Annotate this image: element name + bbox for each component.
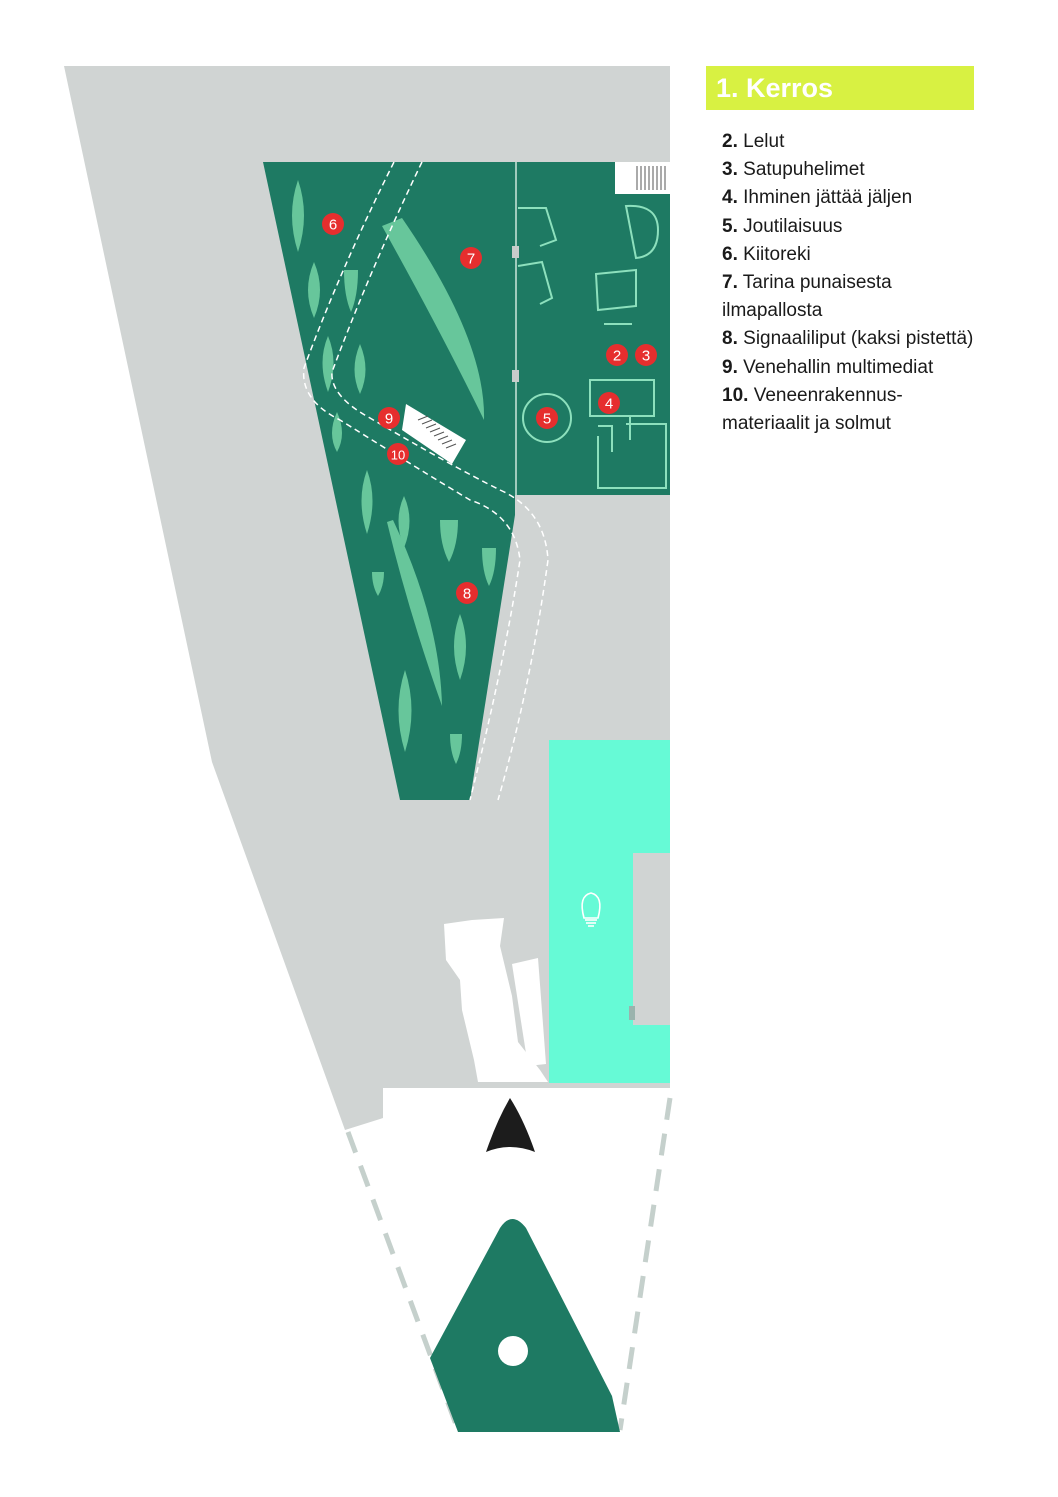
legend-item: 2. Lelut (722, 131, 785, 152)
room-furniture (517, 204, 667, 489)
entrance-counter (512, 958, 546, 1066)
svg-text:2: 2 (613, 348, 621, 365)
leaf-shapes (292, 180, 496, 764)
legend-item: 4. Ihminen jättää jäljen (722, 187, 913, 209)
svg-text:5: 5 (543, 411, 551, 428)
floor-title: 1. Kerros (706, 66, 974, 110)
marker-7: 7 (460, 247, 482, 269)
marker-10: 10 (387, 443, 409, 465)
marker-2: 2 (606, 344, 628, 366)
info-door (629, 1006, 635, 1020)
legend-item: 3. Satupuhelimet (722, 159, 865, 181)
marker-5: 5 (536, 407, 558, 429)
route-path (302, 161, 549, 801)
entrance-sculpture (444, 918, 548, 1082)
marker-3: 3 (635, 344, 657, 366)
lightbulb-icon (581, 892, 601, 927)
legend-item: 6. Kiitoreki (722, 243, 811, 265)
legend-item: 9. Venehallin multimediat (722, 356, 934, 378)
legend-item: 10. Veneenrakennus-materiaalit ja solmut (722, 384, 903, 435)
marker-6: 6 (322, 213, 344, 235)
legend-item: 5. Joutilaisuus (722, 215, 843, 237)
legend-list: 2. Lelut 3. Satupuhelimet 4. Ihminen jät… (722, 128, 1042, 438)
door-mark (512, 246, 519, 258)
exhibit-markers: 6 7 2 3 4 5 9 10 8 (322, 213, 657, 604)
legend-item: 7. Tarina punaisesta ilmapallosta (722, 272, 892, 322)
legend-item: 8. Signaaliliput (kaksi pistettä) (722, 328, 974, 350)
svg-text:7: 7 (467, 251, 475, 268)
wall-gap (670, 66, 673, 1088)
multimedia-block (402, 404, 466, 464)
door-mark (512, 370, 519, 382)
stair-corner (615, 162, 670, 194)
exhibit-room (517, 162, 670, 495)
svg-text:4: 4 (605, 396, 613, 413)
info-area (549, 740, 670, 1083)
north-arrow-icon (486, 1098, 535, 1152)
marker-9: 9 (378, 407, 400, 429)
marker-8: 8 (456, 582, 478, 604)
outdoor-circle (498, 1336, 528, 1366)
stairs-icon (636, 166, 666, 190)
marker-4: 4 (598, 392, 620, 414)
svg-text:6: 6 (329, 217, 337, 234)
outdoor-pavilion (430, 1219, 620, 1432)
svg-text:8: 8 (463, 586, 471, 603)
multimedia-steps (417, 415, 457, 449)
svg-text:9: 9 (385, 411, 393, 428)
svg-text:3: 3 (642, 348, 650, 365)
svg-text:10: 10 (391, 448, 405, 463)
